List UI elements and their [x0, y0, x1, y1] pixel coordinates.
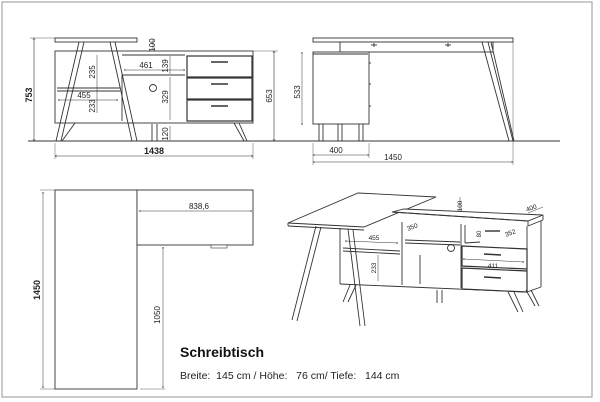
dim-persp-drawer-depth: 352 — [504, 228, 517, 238]
dim-persp-top-gap: 100 — [457, 200, 464, 211]
dim-total-height: 753 — [24, 87, 34, 102]
dim-leg-height: 120 — [161, 127, 170, 141]
dim-persp-depth: 400 — [525, 203, 538, 213]
perspective-view — [287, 192, 544, 327]
dim-upper-compartment: 139 — [161, 59, 170, 73]
dim-open-compartment: 329 — [161, 90, 170, 104]
dim-persp-shelf-width: 455 — [369, 235, 380, 242]
perspective-view-dimensions: 100 400 455 233 350 80 352 411 — [369, 200, 539, 273]
dim-shelf-width-lower: 455 — [77, 91, 91, 100]
dim-top-total-length: 1450 — [32, 280, 42, 300]
product-title: Schreibtisch — [180, 344, 265, 360]
dim-persp-inner-depth: 350 — [406, 222, 419, 232]
product-dimensions-spec: Breite: 145 cm / Höhe: 76 cm/ Tiefe: 144… — [180, 370, 400, 382]
dim-top-return-width: 838,6 — [189, 202, 210, 211]
sheet-frame — [1, 1, 593, 398]
dim-shelf-width-upper: 461 — [139, 61, 153, 70]
dim-side-total-depth: 1450 — [384, 153, 402, 162]
front-view — [28, 37, 300, 159]
dim-side-cabinet-depth: 400 — [329, 146, 343, 155]
dim-lower-shelf-height: 233 — [88, 99, 97, 113]
dim-total-width: 1438 — [144, 146, 164, 156]
side-view-dimensions: 533 400 1450 — [293, 85, 402, 162]
dim-persp-drawer-height: 80 — [477, 230, 483, 237]
dim-top-gap: 100 — [148, 38, 157, 52]
dim-persp-drawer-width: 411 — [488, 263, 499, 270]
dim-side-cabinet-height: 533 — [293, 85, 302, 99]
dim-upper-shelf-height: 235 — [88, 65, 97, 79]
dim-top-return-offset: 1050 — [153, 306, 162, 324]
side-view — [290, 37, 560, 165]
dim-persp-shelf-height: 233 — [371, 262, 378, 273]
top-view-dimensions: 1450 838,6 1050 — [32, 202, 210, 324]
dim-cabinet-height: 653 — [265, 89, 274, 103]
top-view — [40, 189, 254, 390]
front-view-dimensions: 753 653 1438 100 235 233 461 455 139 329… — [24, 38, 274, 156]
product-info: Schreibtisch Breite: 145 cm / Höhe: 76 c… — [180, 344, 399, 382]
